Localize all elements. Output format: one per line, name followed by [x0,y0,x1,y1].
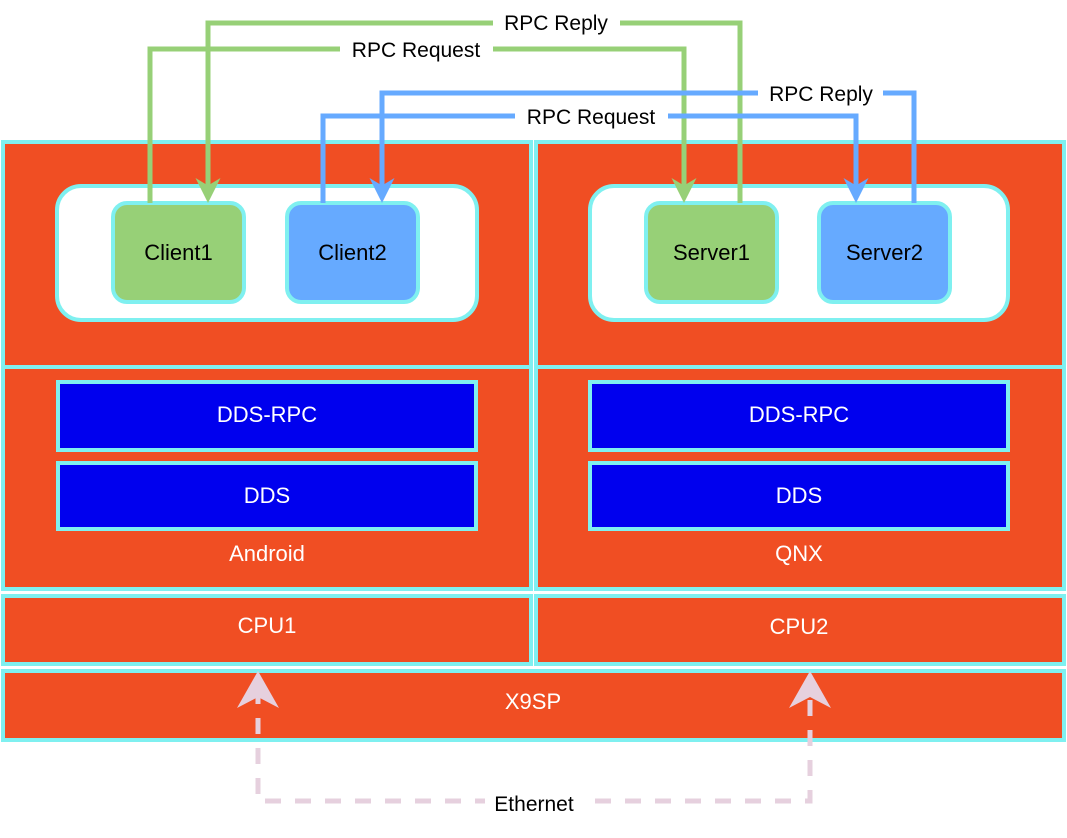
ethernet-link-line [255,688,813,804]
green-request-label-group: RPC Request [340,36,493,63]
board-label: X9SP [505,689,561,714]
ethernet-label: Ethernet [494,793,574,816]
ethernet-label-group: Ethernet [485,789,583,816]
green-reply-label-group: RPC Reply [493,9,620,36]
green-reply-label: RPC Reply [504,12,608,35]
blue-request-label: RPC Request [527,106,656,129]
blue-reply-label-group: RPC Reply [758,80,883,107]
cpu2-block [534,594,1066,666]
server1-node[interactable]: Server1 [644,201,779,304]
ethernet-arrowhead-cpu2 [789,671,831,708]
qnx-dds-rpc-label: DDS-RPC [749,402,849,427]
client1-label: Client1 [144,240,212,265]
android-dds-rpc-layer: DDS-RPC [56,380,478,452]
android-dds-layer: DDS [56,461,478,531]
cpu2-label: CPU2 [770,614,829,639]
green-reply-arrow [195,20,743,203]
android-dds-label: DDS [244,483,290,508]
green-request-label: RPC Request [352,39,481,62]
cpu1-label: CPU1 [238,613,297,638]
qnx-dds-rpc-layer: DDS-RPC [588,380,1010,452]
blue-request-label-group: RPC Request [515,103,668,130]
server2-label: Server2 [846,240,923,265]
client1-node[interactable]: Client1 [111,201,246,304]
board-block [1,669,1066,742]
qnx-dds-label: DDS [776,483,822,508]
server1-label: Server1 [673,240,750,265]
server2-node[interactable]: Server2 [817,201,952,304]
blue-reply-arrow [369,90,917,203]
cpu1-block [1,594,533,666]
client2-node[interactable]: Client2 [285,201,420,304]
android-os-label: Android [229,541,305,566]
android-dds-rpc-label: DDS-RPC [217,402,317,427]
qnx-os-label: QNX [775,541,823,566]
ethernet-arrowhead-cpu1 [237,671,279,708]
client2-label: Client2 [318,240,386,265]
qnx-dds-layer: DDS [588,461,1010,531]
blue-reply-label: RPC Reply [769,83,873,106]
